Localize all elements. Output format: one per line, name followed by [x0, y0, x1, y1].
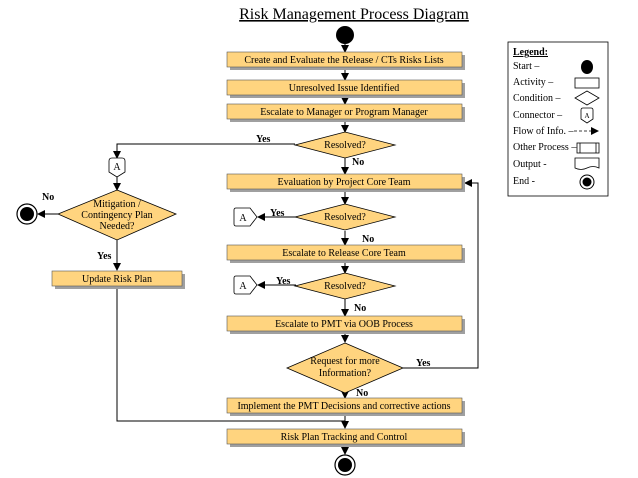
edge-label-yes-3: Yes	[276, 276, 291, 287]
svg-text:A: A	[239, 213, 247, 224]
connector-a-low: A	[233, 275, 258, 295]
svg-text:Evaluation by Project Core Tea: Evaluation by Project Core Team	[278, 177, 411, 188]
diagram-title: Risk Management Process Diagram	[239, 6, 469, 23]
legend: Legend: Start – Activity – Condition – C…	[507, 41, 609, 197]
condition-resolved-2: Resolved?	[293, 203, 397, 231]
edge-label-no-3: No	[354, 303, 366, 314]
legend-start-label: Start –	[513, 61, 540, 72]
activity-implement: Implement the PMT Decisions and correcti…	[226, 397, 465, 416]
svg-text:Escalate to PMT via OOB Proces: Escalate to PMT via OOB Process	[275, 319, 413, 330]
condition-resolved-3: Resolved?	[293, 272, 397, 300]
legend-flow-label: Flow of Info. –	[513, 126, 575, 137]
condition-resolved-1: Resolved?	[293, 131, 397, 159]
activity-escalate-pmt: Escalate to PMT via OOB Process	[226, 315, 465, 334]
legend-start-symbol	[581, 60, 593, 74]
start-node	[336, 26, 354, 44]
svg-text:A: A	[239, 281, 247, 292]
legend-condition-symbol	[574, 90, 600, 106]
legend-output-symbol	[574, 157, 600, 170]
svg-text:Create and Evaluate the Releas: Create and Evaluate the Release / CTs Ri…	[244, 55, 443, 66]
svg-text:Legend:: Legend:	[513, 47, 548, 58]
legend-activity-symbol	[574, 77, 600, 89]
activity-create: Create and Evaluate the Release / CTs Ri…	[226, 51, 465, 70]
legend-connector-symbol: A	[580, 107, 594, 124]
legend-output-label: Output -	[513, 159, 547, 170]
svg-text:Unresolved Issue Identified: Unresolved Issue Identified	[289, 83, 400, 94]
svg-text:A: A	[113, 162, 121, 173]
svg-text:Contingency Plan: Contingency Plan	[81, 210, 152, 221]
activity-escalate-release: Escalate to Release Core Team	[226, 244, 465, 263]
svg-text:Escalate to Release Core Team: Escalate to Release Core Team	[282, 248, 406, 259]
svg-text:Resolved?: Resolved?	[324, 212, 366, 223]
svg-text:Information?: Information?	[319, 368, 372, 379]
legend-other-process-symbol	[576, 142, 600, 154]
svg-text:Resolved?: Resolved?	[324, 281, 366, 292]
edge-label-yes-request: Yes	[416, 358, 431, 369]
flow-lines	[37, 44, 479, 455]
svg-text:Update Risk Plan: Update Risk Plan	[82, 274, 152, 285]
legend-connector-label: Connector –	[513, 110, 563, 121]
condition-mitigation: Mitigation / Contingency Plan Needed?	[56, 189, 178, 241]
legend-condition-label: Condition –	[513, 93, 562, 104]
edge-label-yes-1: Yes	[256, 134, 271, 145]
edge-label-no-mitigation: No	[42, 192, 54, 203]
svg-text:Risk Plan Tracking and Control: Risk Plan Tracking and Control	[281, 432, 408, 443]
edge-label-yes-2: Yes	[270, 208, 285, 219]
svg-text:Request for more: Request for more	[310, 356, 380, 367]
activity-escalate-manager: Escalate to Manager or Program Manager	[226, 103, 465, 122]
legend-end-label: End -	[513, 176, 535, 187]
connector-a-mid: A	[233, 207, 258, 227]
activity-evaluation: Evaluation by Project Core Team	[226, 173, 465, 192]
connector-a-left: A	[108, 157, 126, 178]
end-node-bottom	[334, 454, 356, 476]
activity-tracking: Risk Plan Tracking and Control	[226, 428, 465, 447]
svg-text:Resolved?: Resolved?	[324, 140, 366, 151]
legend-other-process-label: Other Process –	[513, 142, 577, 153]
svg-text:A: A	[584, 112, 589, 120]
edge-label-no-request: No	[356, 388, 368, 399]
legend-activity-label: Activity –	[513, 77, 554, 88]
activity-update-risk-plan: Update Risk Plan	[51, 270, 185, 289]
svg-text:Implement the PMT Decisions an: Implement the PMT Decisions and correcti…	[237, 401, 450, 412]
activity-unresolved: Unresolved Issue Identified	[226, 79, 465, 98]
legend-end-symbol	[579, 174, 595, 190]
edge-label-yes-mitigation: Yes	[97, 251, 112, 262]
end-node-left	[16, 203, 38, 225]
svg-text:Escalate to Manager or Program: Escalate to Manager or Program Manager	[260, 107, 428, 118]
condition-request-info: Request for more Information?	[285, 342, 405, 394]
edge-label-no-1: No	[352, 157, 364, 168]
svg-text:Needed?: Needed?	[100, 221, 136, 232]
svg-text:Mitigation /: Mitigation /	[93, 199, 141, 210]
edge-label-no-2: No	[362, 234, 374, 245]
